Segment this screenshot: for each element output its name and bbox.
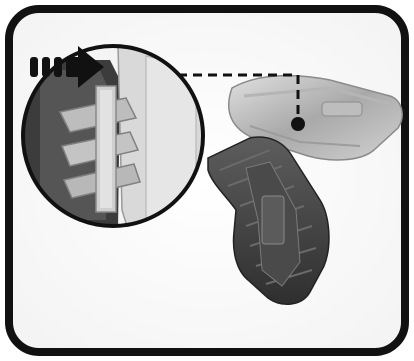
pointer-dot-icon <box>291 117 305 131</box>
